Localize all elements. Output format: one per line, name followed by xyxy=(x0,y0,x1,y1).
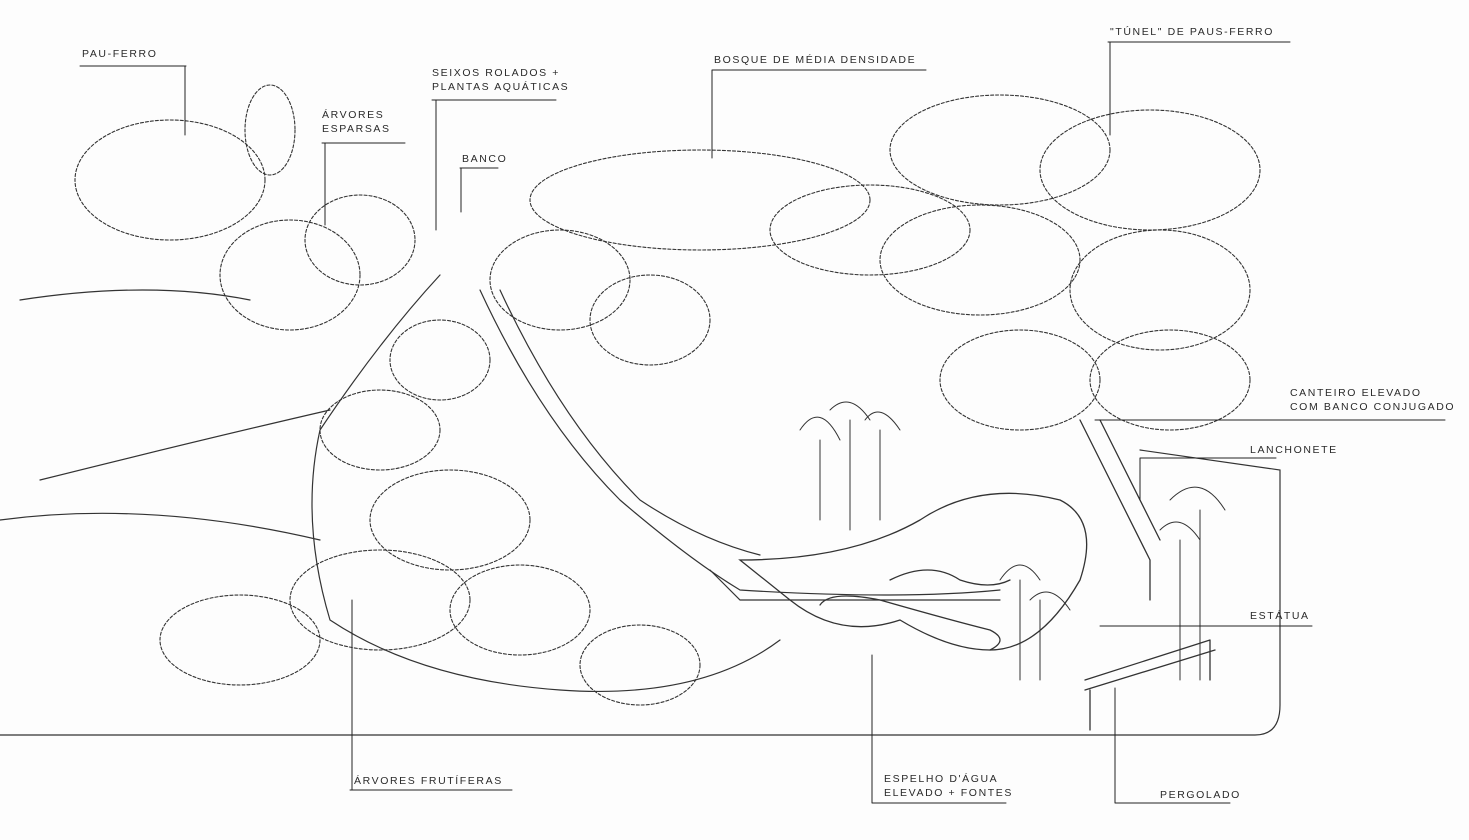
tree-canopies xyxy=(74,84,1261,706)
label-line: Espelho D'Água xyxy=(884,773,999,785)
label-pau-ferro: Pau-Ferro xyxy=(82,48,158,60)
label-arvores-esparsas: Árvores Esparsas xyxy=(322,108,391,136)
label-estatua: Estátua xyxy=(1250,610,1310,622)
label-bosque: Bosque de Média Densidade xyxy=(714,54,917,66)
label-line: com Banco Conjugado xyxy=(1290,401,1456,413)
label-arvores-frutiferas: Árvores Frutíferas xyxy=(354,775,503,787)
label-line: Plantas Aquáticas xyxy=(432,81,570,93)
label-line: Esparsas xyxy=(322,123,391,135)
label-line: Elevado + Fontes xyxy=(884,787,1013,799)
label-espelho-dagua: Espelho D'Água Elevado + Fontes xyxy=(884,772,1013,800)
label-lanchonete: Lanchonete xyxy=(1250,444,1338,456)
label-line: Seixos Rolados + xyxy=(432,67,561,79)
label-line: Árvores xyxy=(322,109,385,121)
palm-trees xyxy=(799,401,1226,681)
water-mirror xyxy=(738,492,1088,651)
label-banco: Banco xyxy=(462,153,508,165)
label-canteiro-elevado: Canteiro Elevado com Banco Conjugado xyxy=(1290,386,1455,414)
pergola xyxy=(1079,419,1216,731)
ground-lines xyxy=(0,274,1281,736)
label-seixos-rolados: Seixos Rolados + Plantas Aquáticas xyxy=(432,66,569,94)
leader-lines xyxy=(79,41,1446,804)
label-line: Canteiro Elevado xyxy=(1290,387,1422,399)
label-pergolado: Pergolado xyxy=(1160,789,1241,801)
label-tunel: "Túnel" de Paus-Ferro xyxy=(1110,26,1274,38)
